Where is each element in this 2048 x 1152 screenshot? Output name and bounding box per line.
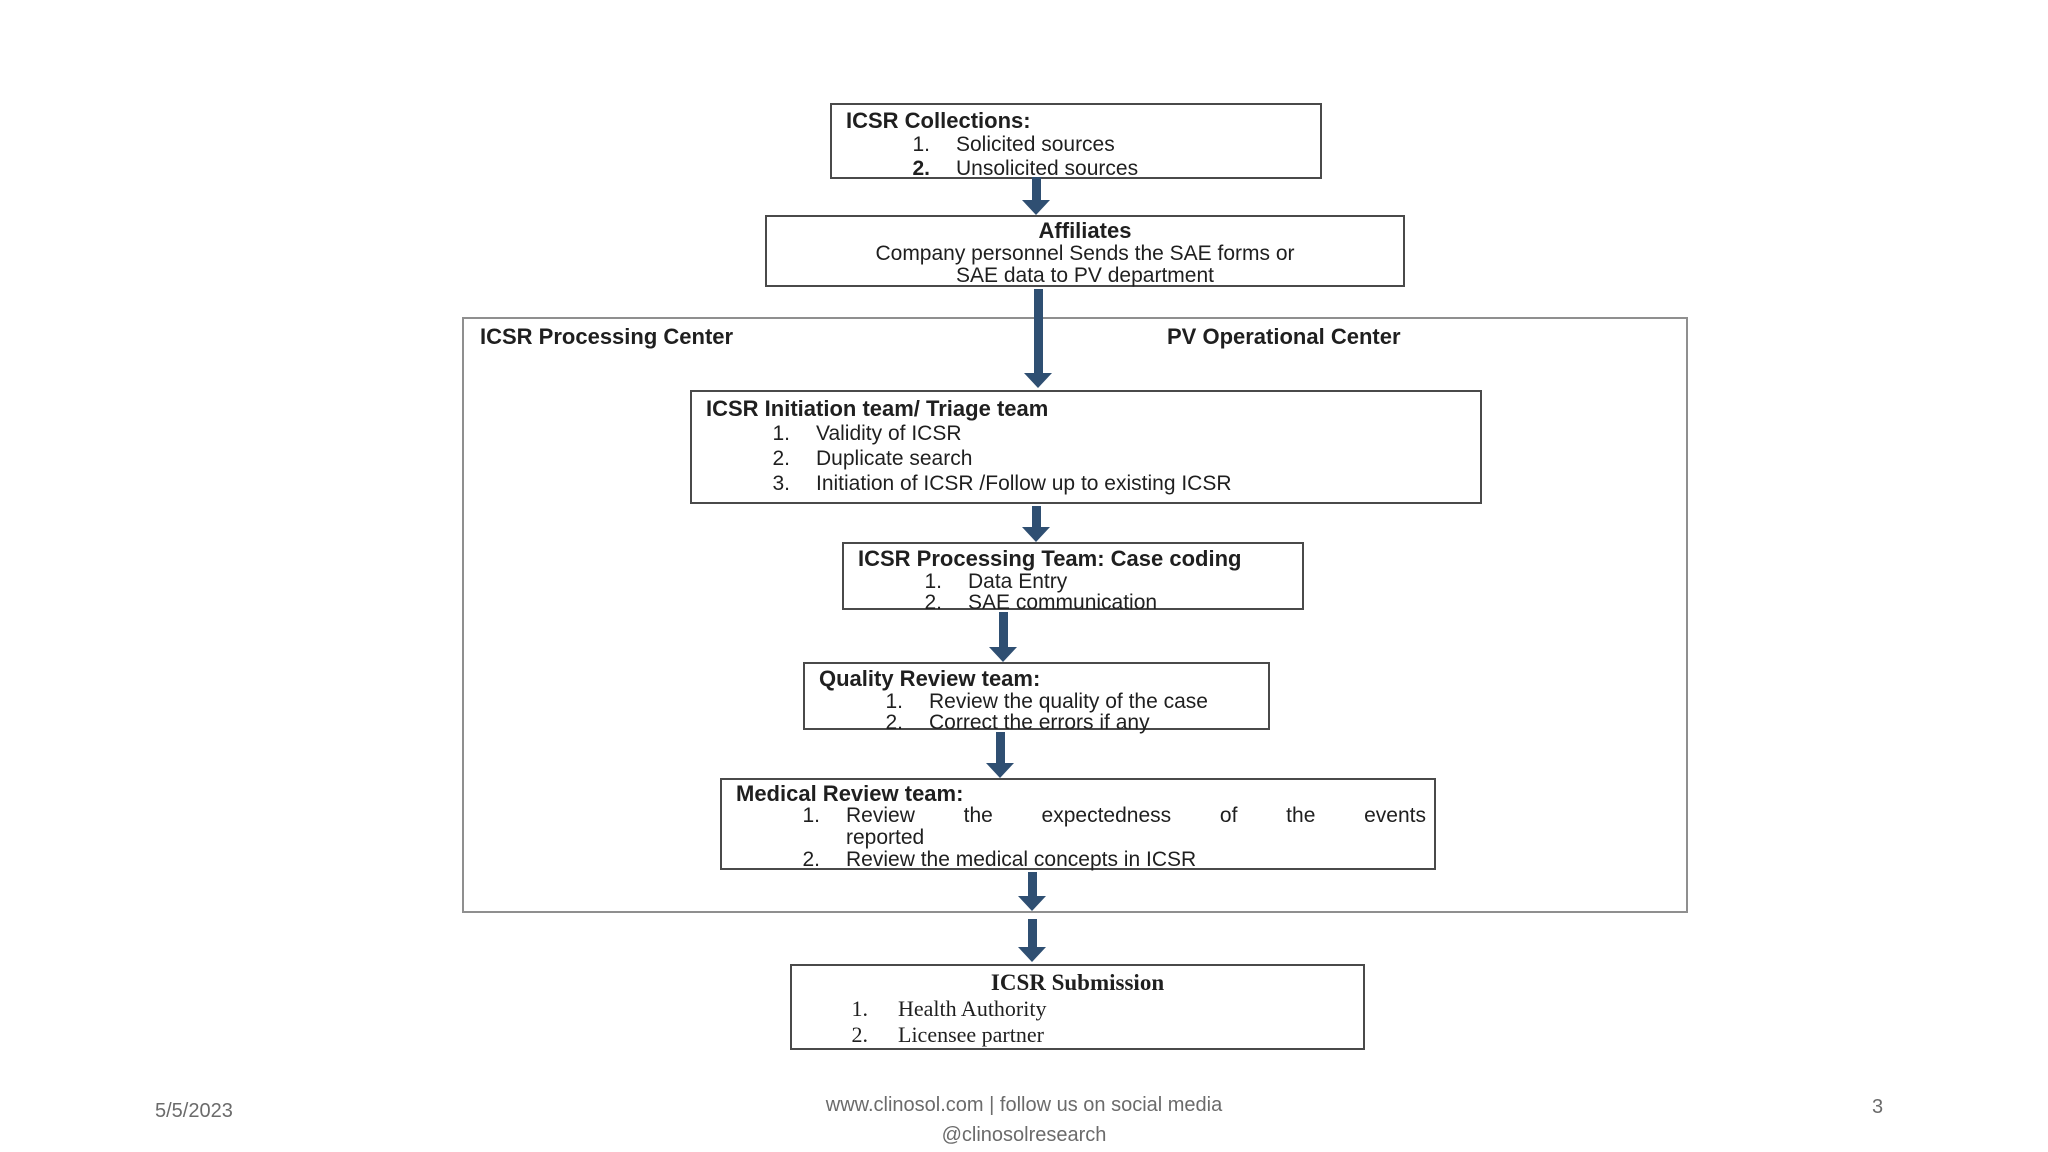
flow-box-medical-review: Medical Review team: 1. Review the expec… <box>720 778 1436 871</box>
arrow-head <box>986 763 1014 778</box>
flow-box-processing-team: ICSR Processing Team: Case coding 1. Dat… <box>842 542 1304 613</box>
item-text: Health Authority <box>898 996 1047 1021</box>
box-title: ICSR Processing Team: Case coding <box>858 546 1242 571</box>
arrow-head <box>1018 947 1046 962</box>
item-text: SAE communication <box>968 591 1158 614</box>
list-item: 2. Licensee partner <box>792 1022 1363 1048</box>
item-number: 2. <box>772 447 790 470</box>
list-item: 2. Duplicate search <box>706 446 1472 471</box>
list-item: 1. Solicited sources <box>846 133 1312 157</box>
item-number: 3. <box>772 472 790 495</box>
box-text-line: SAE data to PV department <box>956 264 1214 287</box>
flow-box-initiation-triage: ICSR Initiation team/ Triage team 1. Val… <box>690 390 1482 504</box>
item-text: Unsolicited sources <box>956 157 1139 180</box>
item-text: Correct the errors if any <box>929 711 1150 734</box>
box-title: ICSR Submission <box>990 970 1165 995</box>
flow-box-submission: ICSR Submission 1. Health Authority 2. L… <box>790 964 1365 1050</box>
list-item: 1. Health Authority <box>792 996 1363 1022</box>
item-number: 2. <box>912 157 930 180</box>
list-item: 3. Initiation of ICSR /Follow up to exis… <box>706 471 1472 496</box>
item-number: 2. <box>924 591 942 614</box>
processing-center-container: ICSR Processing Center PV Operational Ce… <box>462 317 1688 913</box>
list-item: 1. Review the quality of the case <box>819 691 1260 712</box>
down-arrow-icon <box>1022 506 1050 542</box>
item-number: 1. <box>772 422 790 445</box>
item-number: 2. <box>802 848 820 871</box>
item-number: 2. <box>851 1022 869 1047</box>
footer-social-handle: @clinosolresearch <box>941 1124 1107 1146</box>
down-arrow-icon <box>1022 177 1050 215</box>
box-title: Medical Review team: <box>736 781 964 806</box>
list-item: 2. Unsolicited sources <box>846 157 1312 181</box>
footer-date: 5/5/2023 <box>155 1100 233 1122</box>
container-label-right: PV Operational Center <box>1167 324 1401 349</box>
item-number: 1. <box>924 570 942 593</box>
item-text-line: reported <box>846 826 925 849</box>
list-item: 1. Data Entry <box>858 571 1294 592</box>
box-text-line: Company personnel Sends the SAE forms or <box>875 242 1295 265</box>
container-label-left: ICSR Processing Center <box>480 324 734 349</box>
item-number: 2. <box>885 711 903 734</box>
item-text: Data Entry <box>968 570 1068 593</box>
down-arrow-icon <box>1024 289 1052 388</box>
arrow-head <box>1018 896 1046 911</box>
footer-page-number: 3 <box>1872 1096 1884 1118</box>
item-number: 1. <box>851 996 869 1021</box>
arrow-stem <box>1031 506 1041 527</box>
item-text-line: Review the expectedness of the events <box>846 804 1426 827</box>
list-item: 1. Validity of ICSR <box>706 421 1472 446</box>
arrow-head <box>1022 527 1050 542</box>
item-text: Initiation of ICSR /Follow up to existin… <box>816 472 1232 495</box>
item-number: 1. <box>802 804 820 827</box>
item-text: Licensee partner <box>898 1022 1044 1047</box>
arrow-stem <box>1033 289 1043 373</box>
list-item: 2. Correct the errors if any <box>819 712 1260 733</box>
item-text: Duplicate search <box>816 447 973 470</box>
flow-box-collections: ICSR Collections: 1. Solicited sources 2… <box>830 103 1322 181</box>
arrow-stem <box>1027 872 1037 896</box>
down-arrow-icon <box>989 612 1017 662</box>
down-arrow-icon <box>986 732 1014 778</box>
arrow-stem <box>1031 177 1041 200</box>
down-arrow-icon <box>1018 872 1046 911</box>
item-text: Validity of ICSR <box>816 422 962 445</box>
arrow-head <box>1024 373 1052 388</box>
item-text: Review the quality of the case <box>929 690 1208 713</box>
arrow-head <box>989 647 1017 662</box>
arrow-stem <box>998 612 1008 647</box>
item-text: Review the medical concepts in ICSR <box>846 848 1197 871</box>
item-number: 1. <box>912 133 930 156</box>
down-arrow-icon <box>1018 919 1046 962</box>
footer-center: www.clinosol.com | follow us on social m… <box>0 1090 2048 1150</box>
flow-box-quality-review: Quality Review team: 1. Review the quali… <box>803 662 1270 733</box>
arrow-stem <box>995 732 1005 763</box>
arrow-stem <box>1027 919 1037 947</box>
box-title: Affiliates <box>1038 218 1132 243</box>
list-item: 1. Review the expectedness of the events… <box>736 805 1426 849</box>
item-text: Solicited sources <box>956 133 1115 156</box>
box-title: ICSR Initiation team/ Triage team <box>706 396 1049 421</box>
item-text: Review the expectedness of the events re… <box>846 805 1426 849</box>
list-item: 2. SAE communication <box>858 592 1294 613</box>
list-item: 2. Review the medical concepts in ICSR <box>736 849 1426 871</box>
flow-box-affiliates: Affiliates Company personnel Sends the S… <box>765 215 1405 287</box>
box-title: ICSR Collections: <box>846 108 1031 133</box>
item-number: 1. <box>885 690 903 713</box>
box-title: Quality Review team: <box>819 666 1041 691</box>
footer-website-line: www.clinosol.com | follow us on social m… <box>825 1094 1223 1116</box>
arrow-head <box>1022 200 1050 215</box>
